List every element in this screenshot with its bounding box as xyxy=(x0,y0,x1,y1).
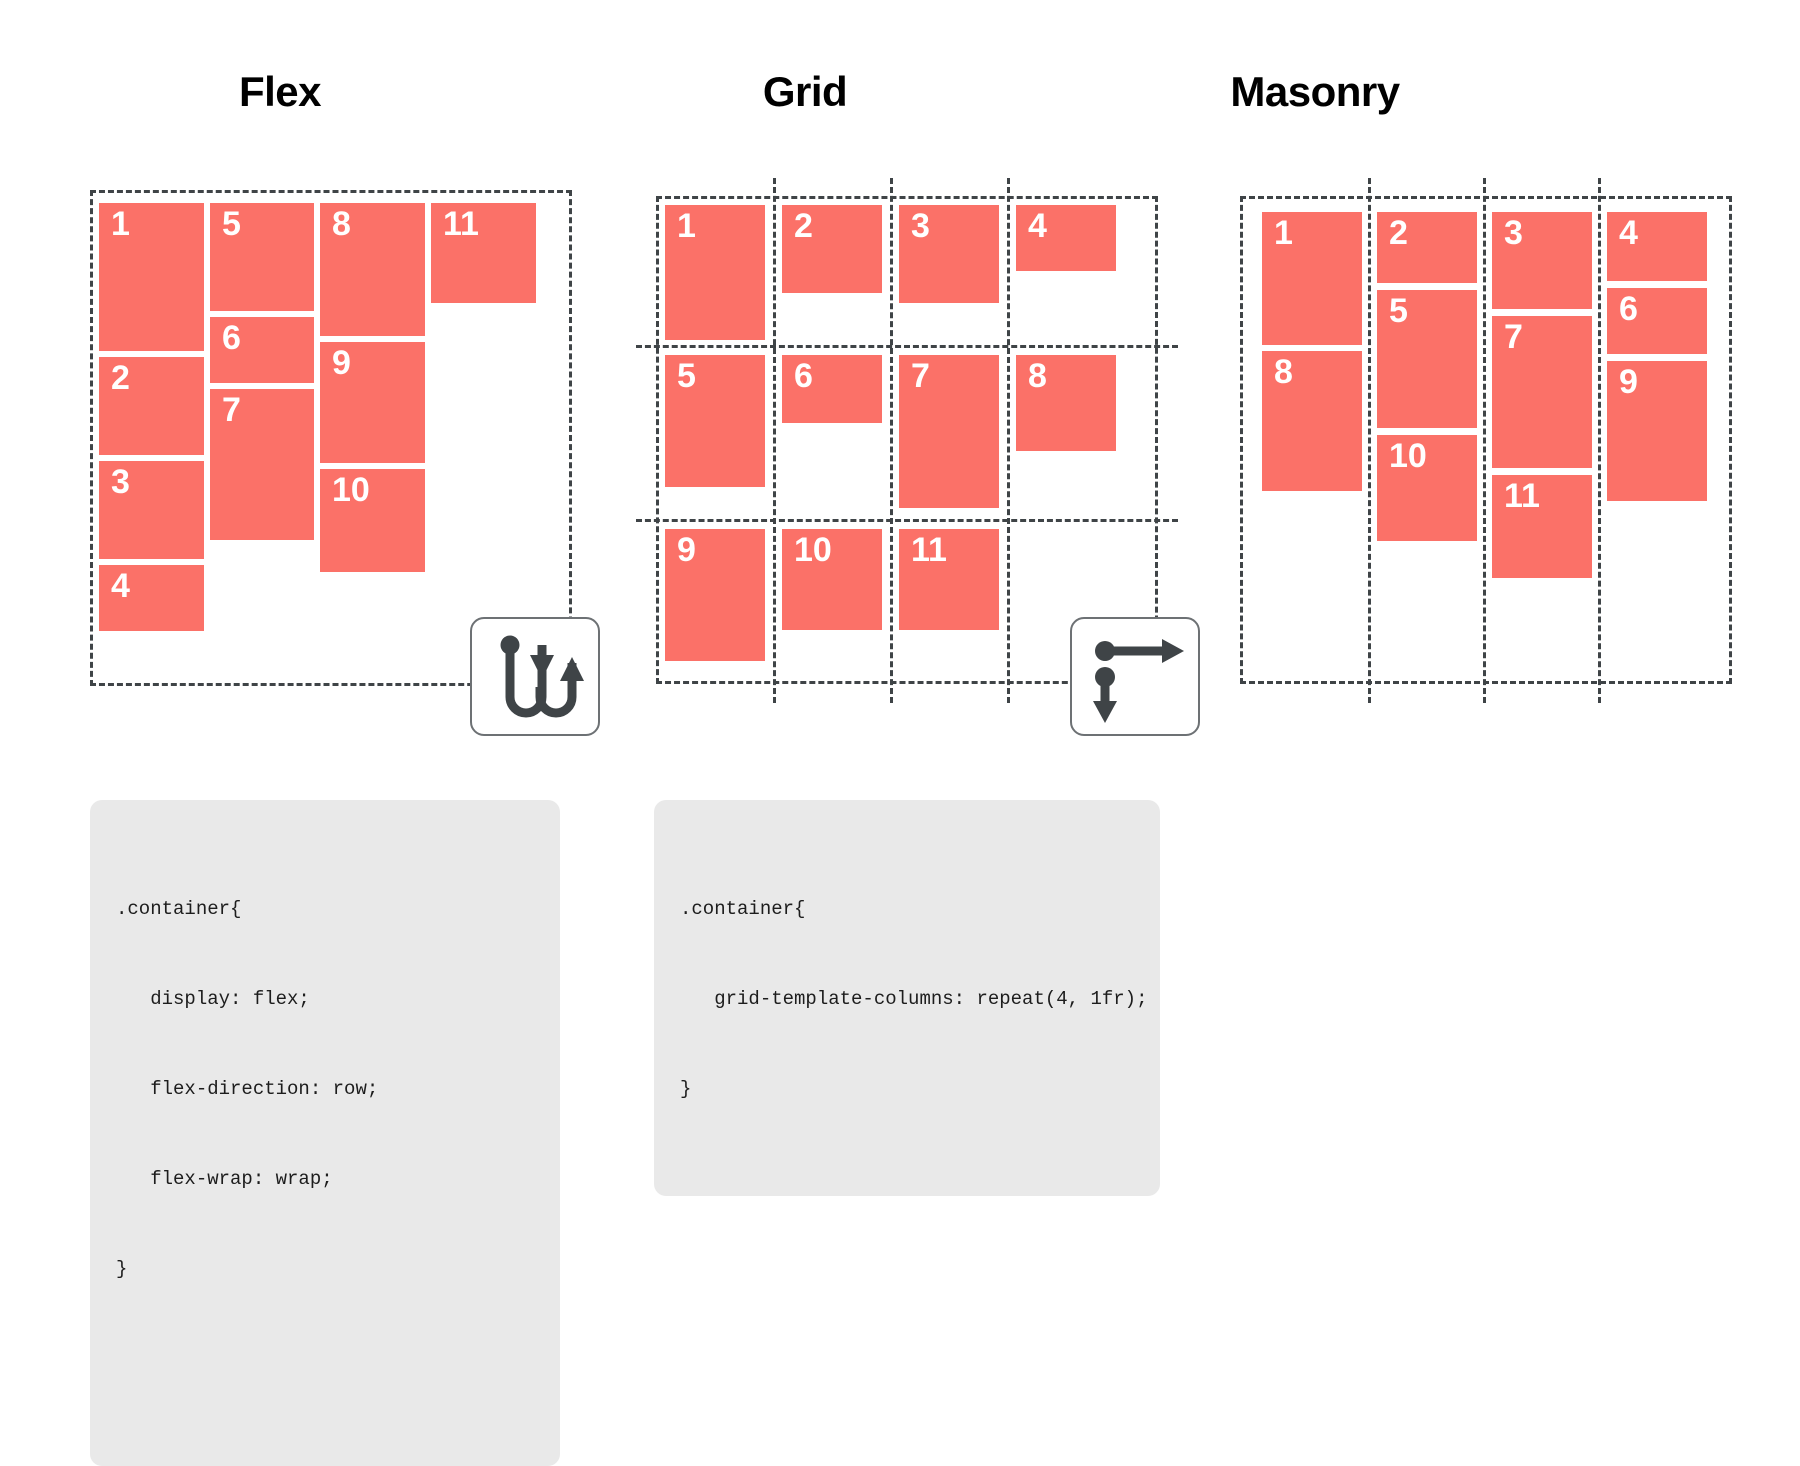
flex-item-1[interactable]: 1 xyxy=(99,203,204,351)
grid-item-1[interactable]: 1 xyxy=(665,205,765,340)
grid-column-line xyxy=(1007,178,1010,703)
masonry-column-line xyxy=(1483,178,1486,703)
masonry-item-3[interactable]: 3 xyxy=(1492,212,1592,309)
grid-item-4[interactable]: 4 xyxy=(1016,205,1116,271)
grid-item-2[interactable]: 2 xyxy=(782,205,882,293)
masonry-item-7[interactable]: 7 xyxy=(1492,316,1592,468)
masonry-item-2[interactable]: 2 xyxy=(1377,212,1477,283)
grid-item-9[interactable]: 9 xyxy=(665,529,765,661)
masonry-item-1[interactable]: 1 xyxy=(1262,212,1362,345)
serpentine-arrow-icon xyxy=(500,635,584,718)
code-line: flex-direction: row; xyxy=(116,1078,379,1100)
grid-container-outline xyxy=(656,196,1158,684)
flex-item-10[interactable]: 10 xyxy=(320,469,425,572)
masonry-item-4[interactable]: 4 xyxy=(1607,212,1707,281)
grid-row-line xyxy=(636,519,1178,522)
grid-column-line xyxy=(890,178,893,703)
masonry-item-8[interactable]: 8 xyxy=(1262,351,1362,491)
flex-flow-direction-badge[interactable] xyxy=(470,617,600,736)
flex-item-11[interactable]: 11 xyxy=(431,203,536,303)
column-start-dot-icon xyxy=(1095,667,1115,687)
grid-item-5[interactable]: 5 xyxy=(665,355,765,487)
masonry-item-6[interactable]: 6 xyxy=(1607,288,1707,354)
flex-item-2[interactable]: 2 xyxy=(99,357,204,455)
row-then-column-arrow-icon xyxy=(1093,639,1184,723)
flex-item-6[interactable]: 6 xyxy=(210,317,314,383)
code-line: grid-template-columns: repeat(4, 1fr); xyxy=(680,988,1148,1010)
masonry-container-outline xyxy=(1240,196,1732,684)
flex-code-block: .container{ display: flex; flex-directio… xyxy=(90,800,560,1466)
arrow-right-head-icon xyxy=(1162,639,1184,663)
masonry-column-line xyxy=(1368,178,1371,703)
grid-code-block: .container{ grid-template-columns: repea… xyxy=(654,800,1160,1196)
arrow-down-head-icon xyxy=(1093,701,1117,723)
code-line: flex-wrap: wrap; xyxy=(116,1168,333,1190)
row-start-dot-icon xyxy=(1095,641,1115,661)
masonry-item-10[interactable]: 10 xyxy=(1377,435,1477,541)
grid-item-7[interactable]: 7 xyxy=(899,355,999,508)
start-dot-icon xyxy=(500,635,520,655)
grid-row-line xyxy=(636,345,1178,348)
page-title-masonry: Masonry xyxy=(1230,68,1400,115)
page-title-flex: Flex xyxy=(238,68,322,115)
flex-item-5[interactable]: 5 xyxy=(210,203,314,311)
code-line: display: flex; xyxy=(116,988,310,1010)
grid-flow-direction-badge[interactable] xyxy=(1070,617,1200,736)
grid-column-line xyxy=(773,178,776,703)
flex-item-9[interactable]: 9 xyxy=(320,342,425,463)
grid-item-6[interactable]: 6 xyxy=(782,355,882,423)
masonry-item-5[interactable]: 5 xyxy=(1377,290,1477,428)
code-line: } xyxy=(680,1078,692,1100)
grid-item-8[interactable]: 8 xyxy=(1016,355,1116,451)
code-line: .container{ xyxy=(680,898,806,920)
flex-item-7[interactable]: 7 xyxy=(210,389,314,540)
arrow-up-head-icon xyxy=(560,657,584,681)
flex-item-8[interactable]: 8 xyxy=(320,203,425,336)
code-line: .container{ xyxy=(116,898,242,920)
arrow-down-head-icon xyxy=(530,655,554,679)
masonry-item-11[interactable]: 11 xyxy=(1492,475,1592,578)
grid-item-10[interactable]: 10 xyxy=(782,529,882,630)
masonry-column-line xyxy=(1598,178,1601,703)
flex-item-4[interactable]: 4 xyxy=(99,565,204,631)
flex-container-outline xyxy=(90,190,572,686)
grid-item-3[interactable]: 3 xyxy=(899,205,999,303)
page-title-grid: Grid xyxy=(762,68,848,115)
code-line: } xyxy=(116,1258,128,1280)
masonry-item-9[interactable]: 9 xyxy=(1607,361,1707,501)
flex-item-3[interactable]: 3 xyxy=(99,461,204,559)
grid-item-11[interactable]: 11 xyxy=(899,529,999,630)
